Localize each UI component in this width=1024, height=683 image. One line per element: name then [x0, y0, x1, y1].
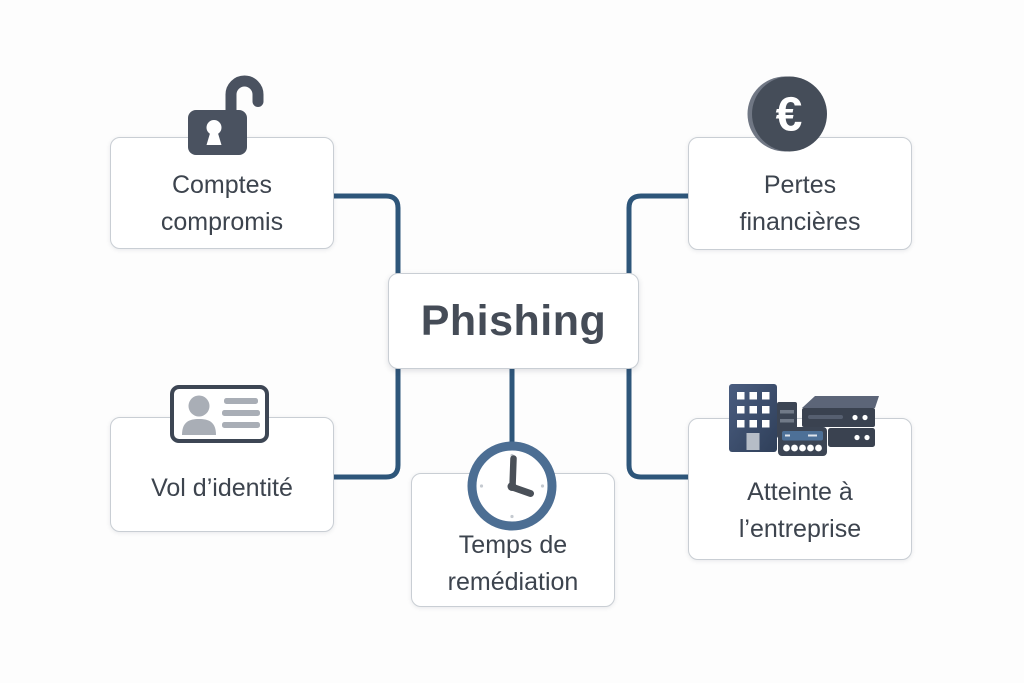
- svg-text:€: €: [776, 89, 803, 142]
- euro-coin-icon: €: [746, 73, 830, 162]
- node-phishing-center: Phishing: [388, 273, 639, 369]
- open-padlock-icon: [173, 71, 268, 161]
- edge-phishing-comptes: [333, 193, 401, 274]
- node-label-line: remédiation: [447, 568, 579, 596]
- building-servers-icon: [722, 375, 882, 464]
- edge-phishing-vol: [333, 366, 401, 480]
- node-label-line: Temps de: [458, 531, 568, 559]
- node-label-line: compromis: [160, 208, 284, 236]
- node-label-line: financières: [739, 208, 861, 236]
- node-temps-remediation: Temps de remédiation: [411, 473, 615, 607]
- node-label-line: Vol d’identité: [151, 474, 293, 502]
- node-label: Comptes compromis: [111, 167, 333, 241]
- edge-phishing-atteinte: [626, 366, 688, 480]
- node-label-line: Atteinte à: [747, 478, 853, 506]
- node-label: Vol d’identité: [111, 470, 333, 507]
- node-label-line: l’entreprise: [738, 515, 862, 543]
- id-card-icon: [166, 378, 271, 451]
- clock-icon: [467, 441, 557, 536]
- node-comptes-compromis: Comptes compromis: [110, 137, 334, 249]
- edge-phishing-pertes: [626, 193, 688, 274]
- node-label-line: Comptes: [171, 171, 273, 199]
- node-label: Pertes financières: [689, 167, 911, 241]
- node-label-line: Pertes: [763, 171, 837, 199]
- node-label: Atteinte à l’entreprise: [689, 474, 911, 548]
- center-node-title: Phishing: [420, 297, 607, 345]
- node-label: Temps de remédiation: [412, 527, 614, 601]
- node-pertes-financieres: Pertes financières: [688, 137, 912, 250]
